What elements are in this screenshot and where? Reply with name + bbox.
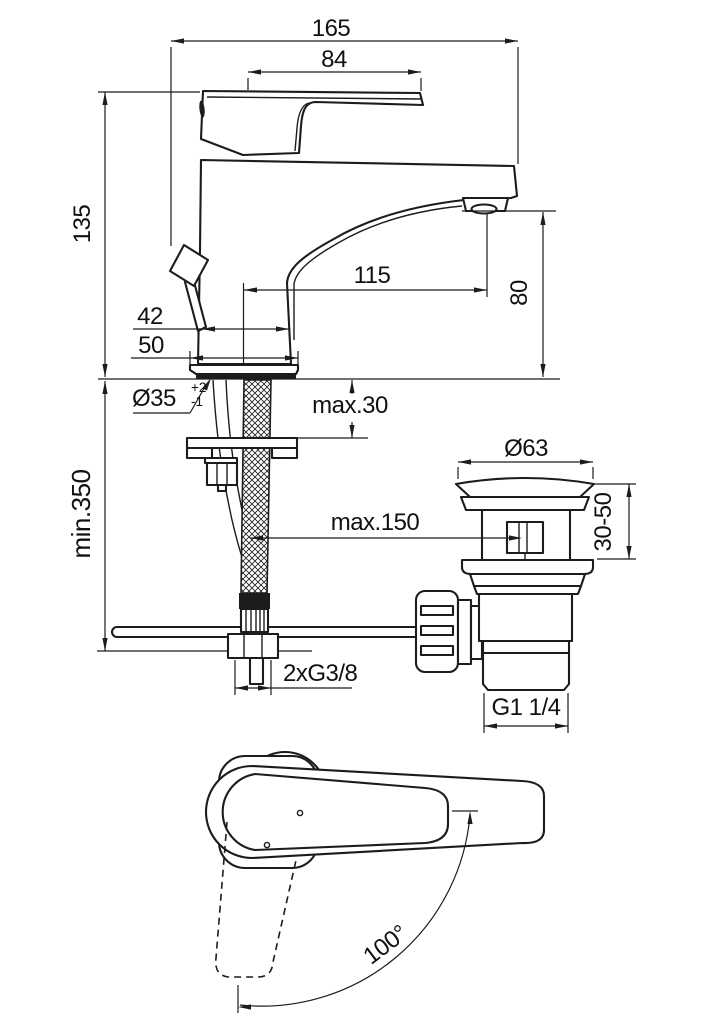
dim-total-length: 165 — [312, 15, 351, 42]
dim-spout-reach: 115 — [354, 262, 391, 289]
mounting-bracket — [185, 436, 299, 450]
handle-top-view — [204, 750, 546, 1013]
dim-height-adjust: 30-50 — [590, 492, 617, 551]
fixing-nut — [205, 461, 239, 487]
lever-handle — [199, 89, 425, 157]
handle-dot — [296, 809, 304, 817]
handle-rotated-position — [214, 821, 298, 978]
hose-thread-tail — [248, 656, 265, 686]
swivel-arc — [239, 814, 471, 1007]
dim-hole-tol-plus: +2 — [191, 380, 206, 395]
dim-deck-thickness: max.30 — [312, 392, 388, 419]
dim-base-width: 50 — [138, 332, 164, 359]
waste-assembly — [414, 476, 596, 692]
dimension-labels: 165 84 135 min.350 115 80 42 50 max.30 Ø… — [66, 15, 617, 970]
handle-dot — [263, 841, 271, 849]
pull-rod-knob — [168, 243, 210, 288]
dim-cap-diameter: Ø63 — [504, 435, 548, 462]
dim-height: 135 — [69, 205, 96, 244]
dim-outlet-thread: G1 1/4 — [491, 694, 560, 721]
faucet-body-spout — [196, 158, 519, 366]
dimension-lines — [97, 38, 636, 733]
flexible-hose-2 — [212, 379, 246, 567]
waste-outlet-thread — [481, 651, 571, 692]
handle-plan-inner — [221, 772, 450, 852]
dim-hose-threads: 2xG3/8 — [283, 660, 358, 687]
braided-supply-hose — [240, 379, 272, 594]
dim-hole-diameter: Ø35 — [132, 385, 176, 412]
waste-cap — [454, 476, 596, 499]
below-deck-assembly — [98, 378, 560, 686]
dim-swivel-angle: 100° — [358, 920, 412, 970]
handle-marker — [199, 100, 205, 118]
dim-outlet-height: 80 — [506, 280, 533, 306]
dim-rod-distance: max.150 — [331, 509, 420, 536]
faucet-side-view — [168, 89, 519, 379]
base-gasket — [196, 374, 296, 379]
hose-ferrule — [239, 593, 270, 609]
dim-body-width: 42 — [137, 303, 163, 330]
base-flange — [188, 363, 300, 376]
dim-hose-length: min.350 — [66, 469, 96, 558]
hose-connection-nut — [226, 632, 280, 660]
dim-hole-tol-minus: -1 — [191, 394, 203, 409]
dim-lever-length: 84 — [321, 46, 347, 73]
